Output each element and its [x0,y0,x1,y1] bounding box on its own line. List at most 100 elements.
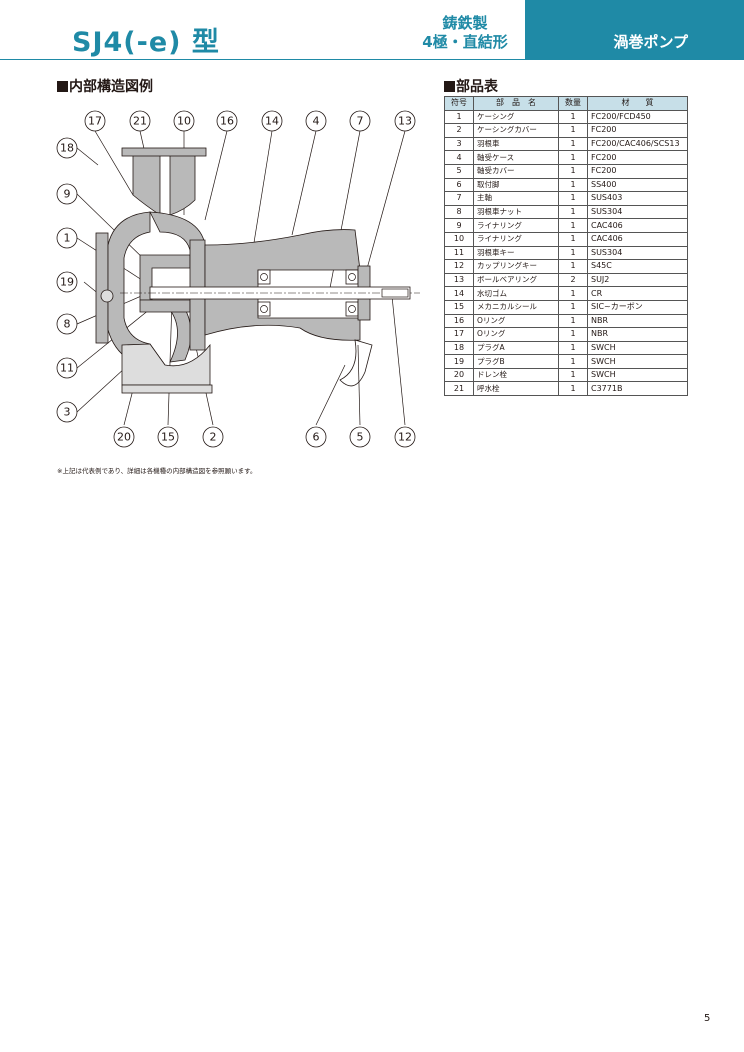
cell-quantity: 1 [558,177,588,193]
balloon-3: 3 [64,406,71,419]
cell-number: 2 [444,123,474,138]
balloon-10: 10 [177,115,191,128]
cell-material: SWCH [587,340,688,356]
cell-material: FC200 [587,150,688,165]
balloon-9: 9 [64,188,71,201]
balloon-12: 12 [398,431,412,444]
parts-title-text: 部品表 [456,79,498,95]
balloon-11: 11 [60,362,74,375]
balloon-7: 7 [357,115,364,128]
cell-number: 15 [444,299,474,315]
cell-part-name: カップリングキー [473,259,559,274]
balloon-18: 18 [60,142,74,155]
column-header-quantity: 数量 [558,96,588,111]
column-header-material: 材 質 [587,96,688,111]
cell-material: SIC~カーボン [587,299,688,315]
balloon-numbers: 17 21 10 16 14 4 7 13 18 9 1 19 8 11 3 2… [60,115,412,444]
cell-material: SUJ2 [587,272,688,288]
cell-material: FC200/FCD450 [587,109,688,125]
cell-part-name: ケーシングカバー [473,123,559,138]
balloon-16: 16 [220,115,234,128]
cell-material: C3771B [587,381,688,397]
cell-material: CAC406 [587,231,688,247]
cell-number: 11 [444,245,474,261]
balloon-15: 15 [161,431,175,444]
part-number-balloons [56,110,416,448]
balloon-1: 1 [64,232,71,245]
pump-cross-section-diagram: 17 21 10 16 14 4 7 13 18 9 1 19 8 11 3 2… [56,110,420,448]
structure-section-title: 内部構造図例 [57,76,153,96]
cell-part-name: Oリング [473,313,559,329]
balloon-5: 5 [357,431,364,444]
cell-quantity: 1 [558,150,588,165]
cell-quantity: 1 [558,381,588,397]
page-header: SJ4(-e) 型 鋳鉄製 4極・直結形 渦巻ポンプ [0,0,744,60]
cell-number: 13 [444,272,474,288]
cell-quantity: 1 [558,327,588,342]
cell-quantity: 1 [558,109,588,125]
column-header-part-name: 部 品 名 [473,96,559,111]
cell-quantity: 1 [558,299,588,315]
material-line-2: 4極・直結形 [422,33,508,51]
cell-number: 10 [444,231,474,247]
cell-number: 17 [444,327,474,342]
balloon-4: 4 [313,115,320,128]
balloon-17: 17 [88,115,102,128]
balloon-19: 19 [60,276,74,289]
balloon-20: 20 [117,431,131,444]
cell-part-name: 取付脚 [473,177,559,193]
cell-number: 7 [444,191,474,206]
cell-part-name: プラグB [473,354,559,369]
balloon-14: 14 [265,115,279,128]
cell-material: SS400 [587,177,688,193]
material-line-1: 鋳鉄製 [442,14,488,32]
balloon-2: 2 [210,431,217,444]
category-label: 渦巻ポンプ [613,33,688,51]
cell-part-name: ケーシング [473,109,559,125]
cell-part-name: 水切ゴム [473,286,559,301]
cell-material: FC200 [587,123,688,138]
cell-quantity: 1 [558,218,588,233]
structure-title-text: 内部構造図例 [69,79,153,95]
cell-part-name: 軸受ケース [473,150,559,165]
model-title: SJ4(-e) 型 [72,27,220,58]
cell-number: 8 [444,204,474,220]
cell-quantity: 1 [558,313,588,329]
cell-quantity: 1 [558,354,588,369]
cell-number: 4 [444,150,474,165]
cell-number: 21 [444,381,474,397]
cell-part-name: 羽根車ナット [473,204,559,220]
cell-material: SUS304 [587,204,688,220]
cell-number: 19 [444,354,474,369]
balloon-8: 8 [64,318,71,331]
cell-part-name: Oリング [473,327,559,342]
cell-part-name: 羽根車 [473,136,559,152]
cell-quantity: 1 [558,259,588,274]
material-spec: 鋳鉄製 4極・直結形 [420,14,510,52]
balloon-13: 13 [398,115,412,128]
cell-quantity: 1 [558,123,588,138]
balloon-21: 21 [133,115,147,128]
pump-body [95,147,420,394]
cell-quantity: 1 [558,245,588,261]
cell-number: 5 [444,163,474,179]
cell-part-name: ライナリング [473,218,559,233]
cell-material: CR [587,286,688,301]
